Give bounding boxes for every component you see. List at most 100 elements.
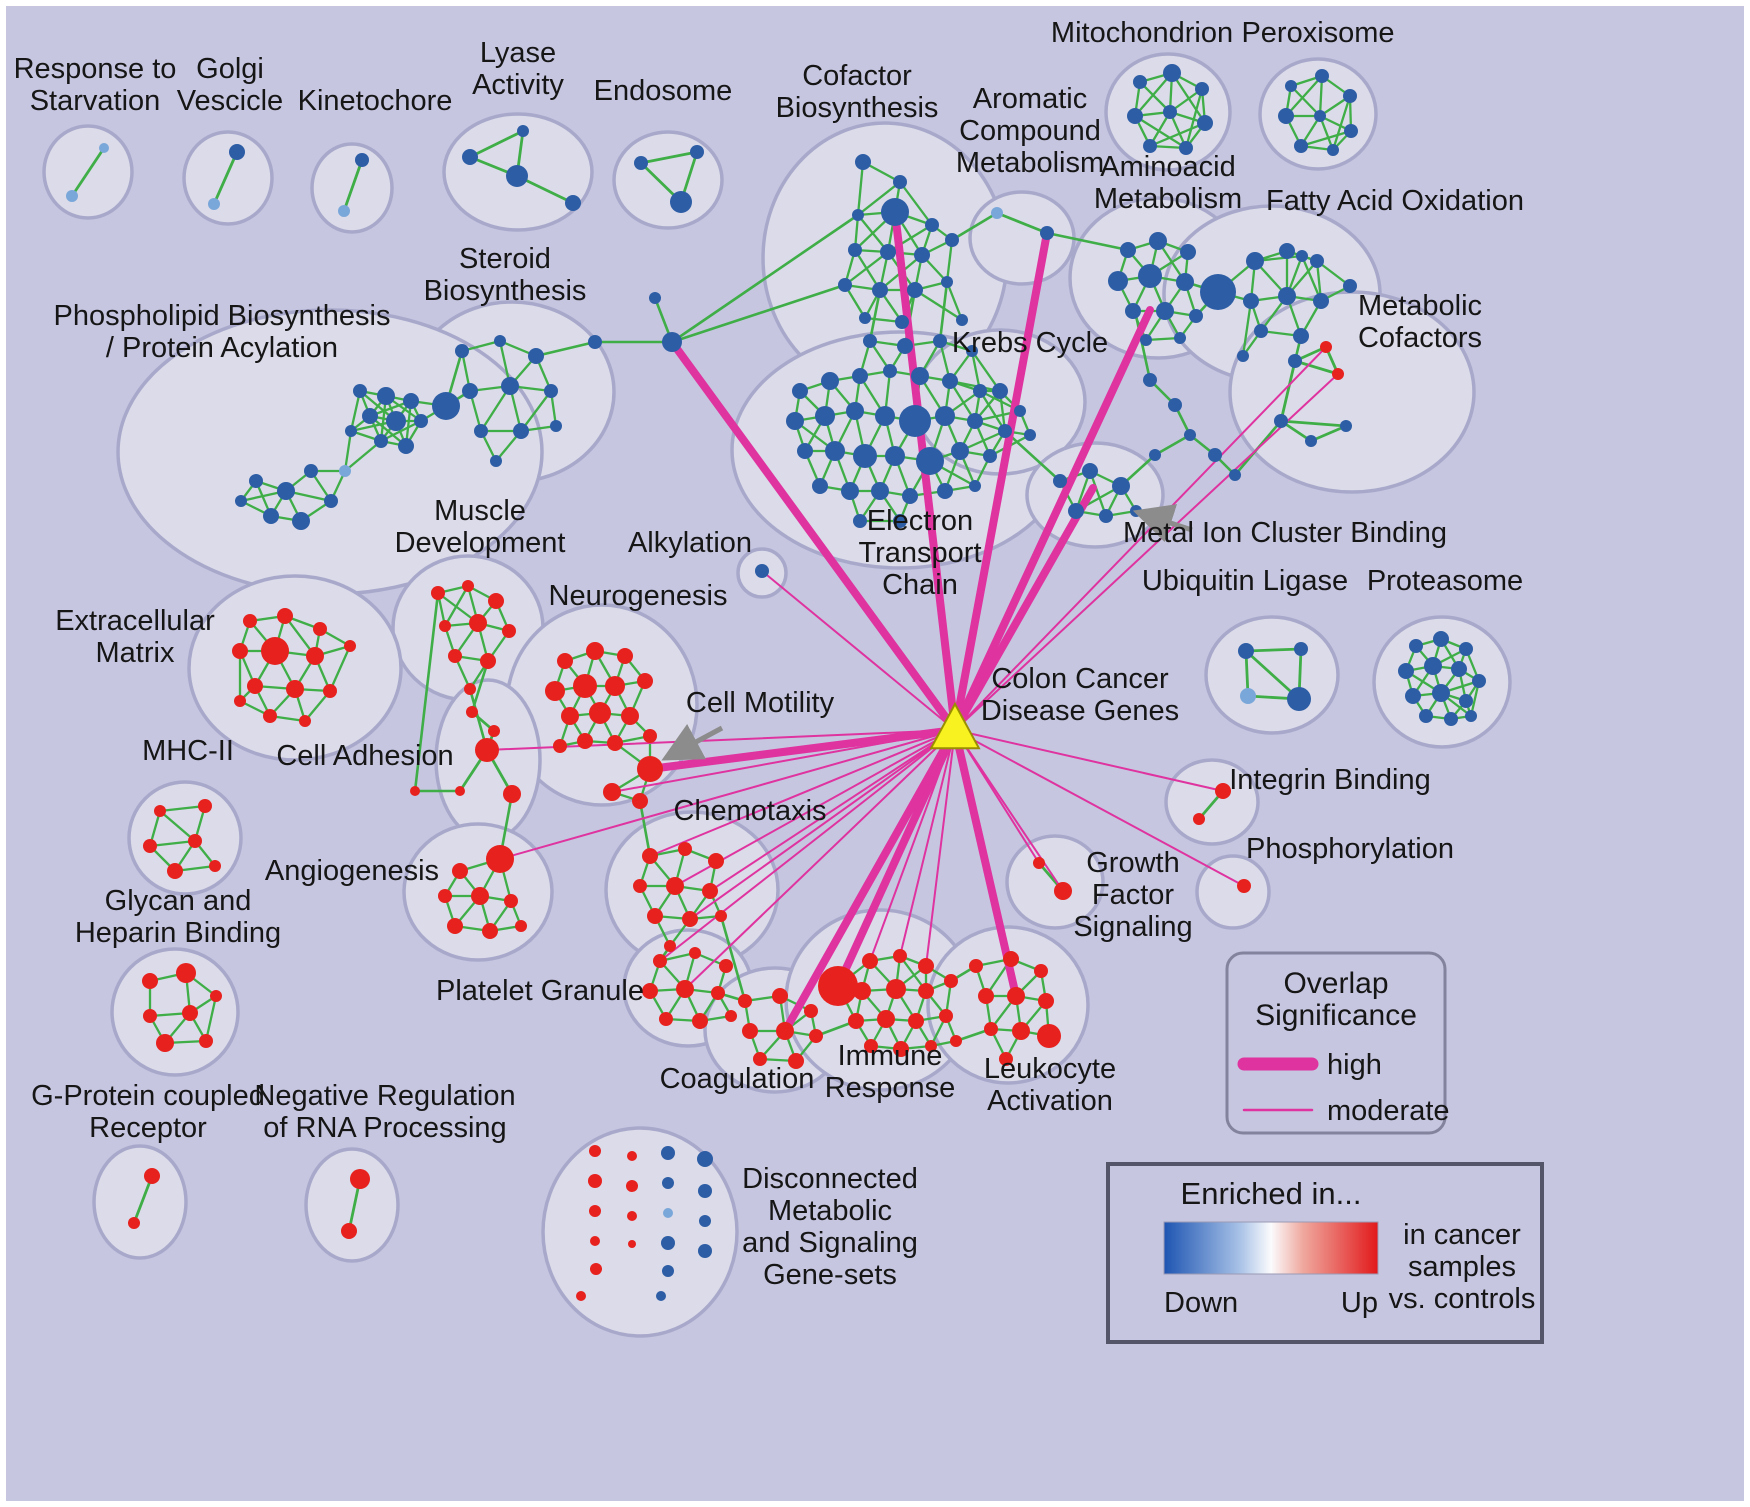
edge-link [938,280,949,343]
node-electron-transport-chain [897,338,913,354]
node-coagulation [742,1023,758,1039]
node-fatty-acid-oxidation [1237,350,1249,362]
node-electron-transport-chain [853,514,867,528]
node-fatty-acid-oxidation [1278,287,1296,305]
label-integrin-binding: Integrin Binding [1229,764,1431,796]
node-phospholipid-biosynthesis [362,408,378,424]
overlap-edge-moderate [899,729,956,957]
node-cofactor-biosynthesis [855,154,871,170]
node-phospholipid-biosynthesis [374,434,388,448]
node-angiogenesis [452,863,468,879]
node-disconnected-gene-sets [628,1240,636,1248]
label-alkylation: Alkylation [628,527,752,559]
node-cell-adhesion [466,706,478,718]
node-peroxisome [1294,139,1308,153]
node-electron-transport-chain [937,483,953,499]
node-proteasome [1398,663,1414,679]
node-electron-transport-chain [973,384,987,398]
node-leukocyte-activation [1012,1022,1030,1040]
node-ubiquitin-ligase [1240,688,1256,704]
edge-link [868,288,882,343]
node-mhc-ii [154,805,166,817]
node-phospholipid-biosynthesis [235,495,247,507]
node-angiogenesis [482,923,498,939]
node-platelet-granule [692,1013,708,1029]
edge-link [413,591,440,793]
node-electron-transport-chain [899,405,931,437]
label-chemotaxis: Chemotaxis [673,795,826,827]
node-lyase-activity [565,195,581,211]
edge-link [1003,429,1062,483]
node-electron-transport-chain [812,478,828,494]
label-phosphorylation: Phosphorylation [1246,833,1454,865]
node-angiogenesis [504,894,518,908]
node-fatty-acid-oxidation [1279,243,1295,259]
node-fatty-acid-oxidation [1310,254,1324,268]
hub [929,701,981,750]
node-cell-adhesion [455,786,465,796]
node-fatty-acid-oxidation [1243,293,1259,309]
metal-ion-arrow [1132,504,1193,543]
node-endosome [670,191,692,213]
node-disconnected-gene-sets [590,1236,600,1246]
node-electron-transport-chain [875,406,895,426]
node-immune-response [848,1013,864,1029]
label-cell-motility: Cell Motility [686,687,835,719]
node-disconnected-gene-sets [697,1151,713,1167]
node-glycan-heparin-binding [142,973,158,989]
node-g-protein-coupled-receptor [144,1168,160,1184]
node-platelet-granule [653,954,667,968]
legend-enriched-up: Up [1341,1287,1378,1319]
node-immune-response [908,1013,924,1029]
edge-link [470,659,490,714]
edge-metabolic-cofactors [1309,424,1348,443]
node-leukocyte-activation [1007,987,1025,1005]
edge-mitochondrion [1133,114,1188,150]
node-immune-response [877,1010,895,1028]
edge-mhc-ii [148,839,197,848]
edge-link [719,914,747,1003]
edge-kinetochore [342,158,364,213]
overlap-edge-moderate [954,373,1339,731]
node-neurogenesis [621,707,639,725]
node-cofactor-biosynthesis [925,218,939,232]
node-electron-transport-chain [883,364,897,378]
node-peroxisome [1278,108,1294,124]
node-neurogenesis [589,702,611,724]
edge-phospholipid-biosynthesis [343,429,353,473]
node-immune-response [853,982,871,1000]
edge-mhc-ii [158,809,197,843]
edge-steroid-biosynthesis [519,389,553,433]
node-electron-transport-chain [1014,405,1026,417]
edge-lyase-activity [468,129,525,159]
node-cofactor-biosynthesis [956,314,968,326]
node-neurogenesis [637,673,653,689]
node-immune-response [862,953,878,969]
node-disconnected-gene-sets [661,1236,675,1250]
node-electron-transport-chain [951,442,969,460]
node-coagulation [809,1029,823,1043]
node-link [410,786,420,796]
overlap-edge-high [834,726,959,990]
legend-enriched-title: Enriched in... [1181,1176,1362,1211]
node-angiogenesis [486,845,514,873]
label-mhc-ii: MHC-II [142,735,234,767]
node-mitochondrion [1197,115,1213,131]
node-metabolic-cofactors [1340,420,1352,432]
node-peroxisome [1327,144,1339,156]
edge-link [638,799,652,858]
node-disconnected-gene-sets [698,1184,712,1198]
edge-cofactor-biosynthesis [856,180,902,217]
overlap-edge-moderate [684,729,956,990]
node-cofactor-biosynthesis [852,209,864,221]
node-cofactor-biosynthesis [941,276,953,288]
label-platelet-granule: Platelet Granule [436,975,644,1007]
